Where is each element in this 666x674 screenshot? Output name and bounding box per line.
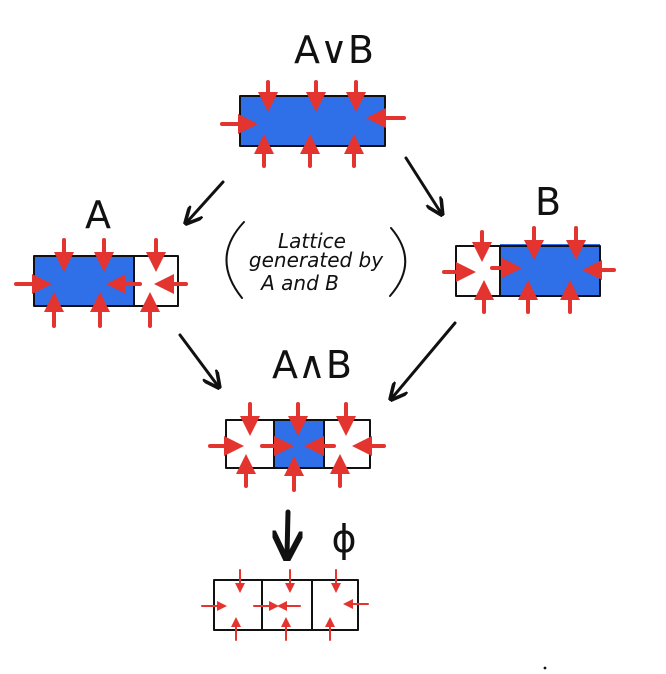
b-arrows (442, 226, 616, 314)
lattice-note: Lattice generated by A and B (225, 221, 407, 299)
a-fill (34, 256, 134, 306)
empty-arrows (201, 569, 369, 641)
arrow-join-to-a (187, 180, 225, 222)
label-join: A∨B (294, 28, 374, 72)
meet-arrows (208, 402, 386, 492)
node-meet (208, 402, 386, 492)
note-line-1: Lattice (278, 229, 346, 253)
note-line-2: generated by (249, 248, 384, 272)
node-join (220, 80, 406, 168)
lattice-edges (178, 156, 457, 555)
left-paren (225, 221, 245, 299)
node-b (442, 226, 616, 314)
stray-dot (543, 666, 547, 670)
arrow-b-to-meet (392, 321, 457, 398)
a-arrows (14, 238, 188, 328)
join-fill (240, 96, 385, 146)
label-a: A (85, 193, 111, 237)
right-paren (389, 227, 407, 297)
node-a (14, 238, 188, 328)
label-meet: A∧B (272, 343, 352, 387)
arrow-join-to-b (404, 156, 441, 213)
node-empty (201, 569, 369, 641)
arrow-meet-to-empty (287, 509, 288, 555)
note-line-3: A and B (259, 271, 339, 295)
join-arrows (220, 80, 406, 168)
arrow-a-to-meet (178, 333, 218, 386)
label-empty: ϕ (331, 517, 356, 561)
label-b: B (535, 180, 561, 224)
